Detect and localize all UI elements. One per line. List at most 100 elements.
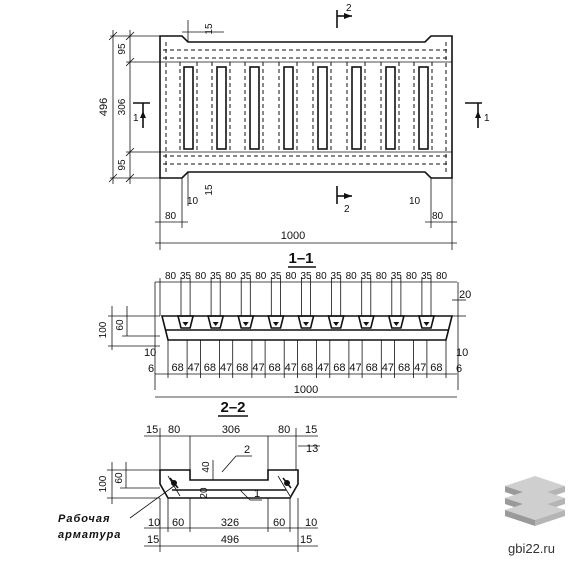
- section-1-1-rebar: [333, 322, 340, 326]
- section-1-1-top-dim: 80: [346, 271, 358, 282]
- section-1-1-title: 1–1: [288, 250, 313, 267]
- section-2-2-bot-right-edge: 10: [305, 517, 317, 529]
- section-1-1-top-dim: 80: [436, 271, 448, 282]
- section-2-2-bot-left-edge: 10: [148, 517, 160, 529]
- plan-slots: [179, 62, 433, 152]
- section-1-1-top-dim: 35: [240, 271, 252, 282]
- section-1-1-bottom-dim: 47: [349, 362, 361, 374]
- section-1-1-bottom-dim: 68: [366, 362, 378, 374]
- section-1-1-right-bottom: 6: [456, 363, 462, 375]
- section-1-1-bottom-ticks: [167, 340, 447, 378]
- section-1-1-top-dim: 35: [270, 271, 282, 282]
- plan-notch-bot: 15: [204, 184, 215, 196]
- section-1-1-rebar: [182, 322, 189, 326]
- section-2-2-top-right-edge: 15: [305, 424, 317, 436]
- plan-height-top: 95: [117, 43, 128, 55]
- plan-notch-top: 15: [204, 23, 215, 35]
- section-1-1-height: 100: [98, 321, 109, 338]
- section-2-2-inner-height: 60: [114, 472, 125, 484]
- section-1-1-bottom-dim: 47: [285, 362, 297, 374]
- plan-cut1-right: 1: [484, 113, 490, 124]
- section-2-2-bot-total: 496: [221, 534, 239, 546]
- section-2-2-bot-right: 60: [273, 517, 285, 529]
- section-2-2-height: 100: [98, 475, 109, 492]
- section-1-1-slot: [387, 315, 405, 329]
- section-1-1-top-dim: 80: [285, 271, 297, 282]
- plan-cut2-top: 2: [346, 3, 352, 14]
- section-1-1-bottom-dim: 68: [301, 362, 313, 374]
- plan-height-bot: 95: [117, 159, 128, 171]
- section-1-1-top-dim: 80: [195, 271, 207, 282]
- plan-cut1-left: 1: [133, 113, 139, 124]
- section-2-2-bot-left-15: 15: [147, 534, 159, 546]
- section-1-1-slot: [237, 315, 255, 329]
- section-1-1-slot: [357, 315, 375, 329]
- section-1-1-top-dim: 80: [165, 271, 177, 282]
- section-2-2-inner-20: 20: [199, 487, 210, 499]
- section-1-1-bottom-dim: 68: [398, 362, 410, 374]
- section-1-1-rebar: [303, 322, 309, 326]
- plan-height-mid: 306: [117, 98, 128, 115]
- rebar-label-line2: арматура: [58, 529, 121, 541]
- section-1-1-bottom-dim: 68: [204, 362, 216, 374]
- section-1-1-bottom-dim: 47: [382, 362, 394, 374]
- section-1-1-top-dim: 35: [210, 271, 222, 282]
- section-2-2-top-right: 80: [278, 424, 290, 436]
- section-2-2-top-left-edge: 15: [146, 424, 158, 436]
- section-1-1-slot: [176, 315, 195, 329]
- section-2-2-top-left: 80: [168, 424, 180, 436]
- plan-cut2-bot: 2: [344, 204, 350, 215]
- section-1-1-bottom-dim: 68: [430, 362, 442, 374]
- section-1-1-top-dim: 35: [180, 271, 192, 282]
- section-1-1-slots: [176, 315, 436, 329]
- section-2-2-right-small: 13: [306, 443, 318, 455]
- section-1-1-right-step: 10: [456, 347, 468, 359]
- section-1-1-length: 1000: [294, 384, 318, 396]
- watermark-text: gbi22.ru: [508, 541, 555, 556]
- section-2-2: 2–2 15 80 306 80 15 13 40 20 2 1: [58, 399, 320, 552]
- section-1-1-rebar: [363, 322, 370, 326]
- section-2-2-title: 2–2: [220, 399, 245, 416]
- section-1-1-bottom-dim: 68: [236, 362, 248, 374]
- section-2-2-bot-mid: 326: [221, 517, 239, 529]
- plan-length: 1000: [281, 230, 305, 242]
- section-1-1-bottom-dim: 47: [220, 362, 232, 374]
- section-1-1-top-dim: 80: [376, 271, 388, 282]
- section-1-1-top-right: 20: [459, 289, 471, 301]
- section-1-1-top-dim: 35: [300, 271, 312, 282]
- section-2-2-bot-right-15: 15: [300, 534, 312, 546]
- section-1-1-bottom-dim: 47: [252, 362, 264, 374]
- section-1-1-top-dim: 35: [331, 271, 343, 282]
- section-1-1-top-dim: 35: [361, 271, 373, 282]
- plan-height-total: 496: [98, 98, 110, 116]
- section-1-1-rebar: [423, 322, 430, 326]
- section-2-2-top-mid: 306: [222, 424, 240, 436]
- section-1-1-slot: [327, 315, 345, 329]
- section-1-1-bottom-dim: 68: [333, 362, 345, 374]
- watermark-logo-icon: [505, 476, 565, 526]
- section-2-2-callout-2: 2: [244, 444, 250, 456]
- plan-step-left: 10: [187, 196, 199, 207]
- section-1-1-top-dim: 35: [421, 271, 433, 282]
- section-1-1-bottom-dim: 68: [268, 362, 280, 374]
- section-1-1-rebar: [393, 322, 400, 326]
- section-1-1-top-dim: 80: [225, 271, 237, 282]
- section-1-1-rebar: [242, 322, 249, 326]
- section-1-1-bottom-dim: 47: [188, 362, 200, 374]
- section-1-1-rebar: [272, 322, 279, 326]
- section-1-1-top-dim: 35: [391, 271, 403, 282]
- section-1-1-top-dim: 80: [406, 271, 418, 282]
- section-1-1-slot: [207, 315, 225, 329]
- section-1-1-slot: [417, 315, 436, 329]
- section-1-1-left-step: 10: [144, 347, 156, 359]
- section-2-2-bot-left: 60: [172, 517, 184, 529]
- plan-step-right: 10: [409, 196, 421, 207]
- section-1-1-rebar: [212, 322, 219, 326]
- section-1-1-slot: [297, 315, 315, 329]
- section-2-2-inner-40: 40: [201, 461, 212, 473]
- section-1-1-bottom-dim: 68: [171, 362, 183, 374]
- section-1-1-bottom-dim: 47: [414, 362, 426, 374]
